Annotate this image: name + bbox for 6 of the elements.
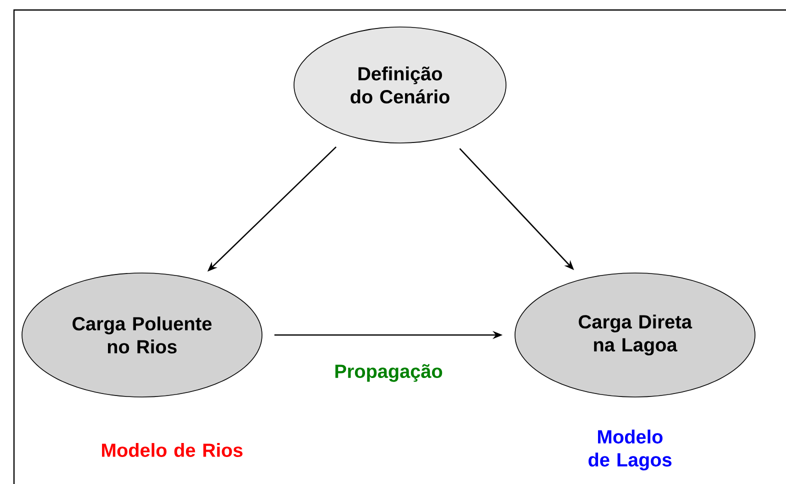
ellipse-node: Definição do Cenário xyxy=(294,26,506,144)
model-label: Modelo de Lagos xyxy=(588,430,672,470)
ellipse-node: Carga Poluente no Rios xyxy=(22,272,262,398)
model-label: Modelo de Rios xyxy=(102,443,242,457)
edge-label: Propagação xyxy=(335,364,442,382)
ellipse-node: Carga Direta na Lagoa xyxy=(514,272,756,398)
